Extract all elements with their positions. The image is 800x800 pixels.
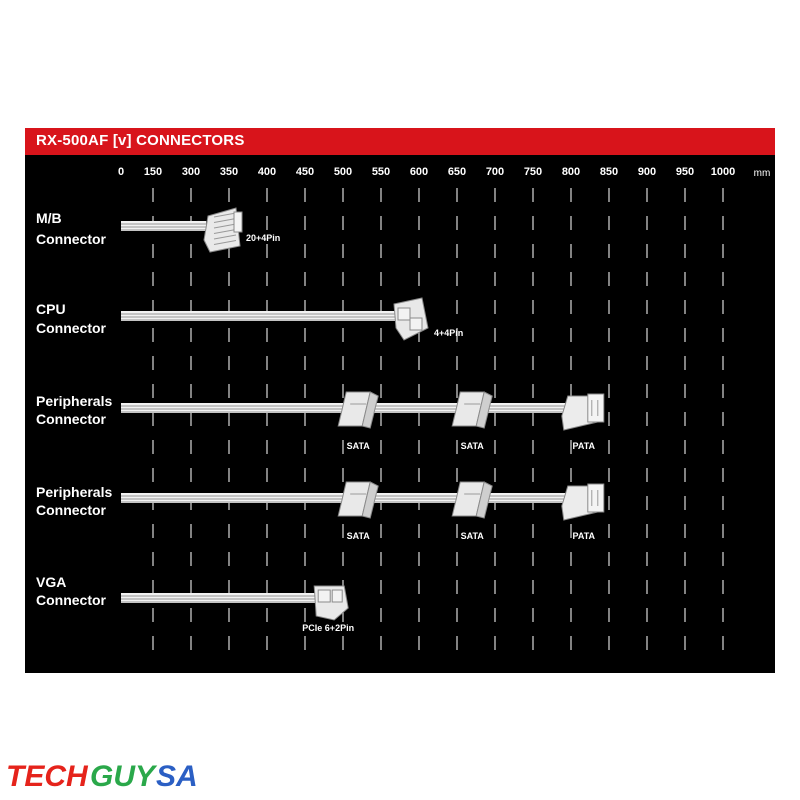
- diagram-title: RX-500AF [v] CONNECTORS: [36, 132, 245, 149]
- axis-tick-label: 500: [334, 166, 352, 178]
- axis-tick-label: 550: [372, 166, 390, 178]
- connector-eps-shape: [393, 297, 429, 341]
- watermark-word-sa: SA: [156, 760, 198, 793]
- watermark-word-tech: TECH: [6, 760, 89, 793]
- axis-tick-label: 900: [638, 166, 656, 178]
- cable: [121, 593, 321, 603]
- connector-sata-shape: [451, 481, 493, 519]
- axis-tick-label: 0: [118, 166, 124, 178]
- connector-pcie: PCIe 6+2Pin: [302, 585, 354, 633]
- cable: [121, 311, 397, 321]
- title-bar: RX-500AF [v] CONNECTORS: [25, 128, 775, 155]
- diagram-panel: [25, 128, 775, 673]
- axis-tick-label: 350: [220, 166, 238, 178]
- connector-pata: PATA: [561, 483, 605, 541]
- connector-label: SATA: [347, 531, 371, 541]
- row-label-line: Peripherals: [36, 393, 112, 409]
- row-label-line: Connector: [36, 592, 107, 608]
- connector-sata: SATA: [451, 391, 493, 451]
- row-label-line: Connector: [36, 502, 107, 518]
- connector-label: PATA: [573, 441, 596, 451]
- axis-tick-label: 450: [296, 166, 314, 178]
- axis-labels: 0 150 300 350 400 450 500 550 600 650 700 750 800 850…: [118, 166, 770, 179]
- connector-pcie-shape: [313, 585, 349, 621]
- connector-label: PATA: [573, 531, 596, 541]
- connector-pata-shape: [561, 483, 605, 521]
- connector-label: 20+4Pin: [246, 233, 280, 243]
- watermark-logo: TECH GUY SA: [6, 760, 198, 793]
- connector-atx: 20+4Pin: [203, 207, 280, 253]
- connector-sata: SATA: [337, 481, 379, 541]
- axis-tick-label: 400: [258, 166, 276, 178]
- row-label-line: M/B: [36, 210, 62, 226]
- connector-label: SATA: [461, 531, 485, 541]
- connector-label: 4+4Pin: [434, 328, 463, 338]
- axis-tick-label: 750: [524, 166, 542, 178]
- row-label-line: Peripherals: [36, 484, 112, 500]
- row-label-line: Connector: [36, 320, 107, 336]
- axis-tick-label: 650: [448, 166, 466, 178]
- connector-row: CPU Connector 4+4Pin: [36, 297, 463, 341]
- axis-tick-label: 800: [562, 166, 580, 178]
- connector-sata-shape: [337, 391, 379, 429]
- grid-lines: [152, 188, 724, 662]
- axis-tick-label: 850: [600, 166, 618, 178]
- connector-pata-shape: [561, 393, 605, 431]
- row-label-line: Connector: [36, 411, 107, 427]
- connector-label: SATA: [347, 441, 371, 451]
- axis-tick-label: 600: [410, 166, 428, 178]
- watermark-word-guy: GUY: [90, 760, 158, 793]
- row-label-line: VGA: [36, 574, 66, 590]
- connector-pata: PATA: [561, 393, 605, 451]
- axis-tick-label: 700: [486, 166, 504, 178]
- connector-sata: SATA: [451, 481, 493, 541]
- connector-sata-shape: [337, 481, 379, 519]
- cable: [121, 221, 207, 231]
- axis-unit-label: mm: [754, 168, 771, 179]
- connector-label: SATA: [461, 441, 485, 451]
- axis-tick-label: 150: [144, 166, 162, 178]
- connector-sata: SATA: [337, 391, 379, 451]
- axis-tick-label: 950: [676, 166, 694, 178]
- connector-atx-shape: [203, 207, 243, 253]
- connector-row: M/B Connector 20+4Pin: [36, 207, 280, 253]
- row-label-line: Connector: [36, 231, 107, 247]
- connector-sata-shape: [451, 391, 493, 429]
- connector-label: PCIe 6+2Pin: [302, 623, 354, 633]
- axis-tick-label: 300: [182, 166, 200, 178]
- row-label-line: CPU: [36, 301, 66, 317]
- connector-eps: 4+4Pin: [393, 297, 463, 341]
- axis-tick-label: 1000: [711, 166, 735, 178]
